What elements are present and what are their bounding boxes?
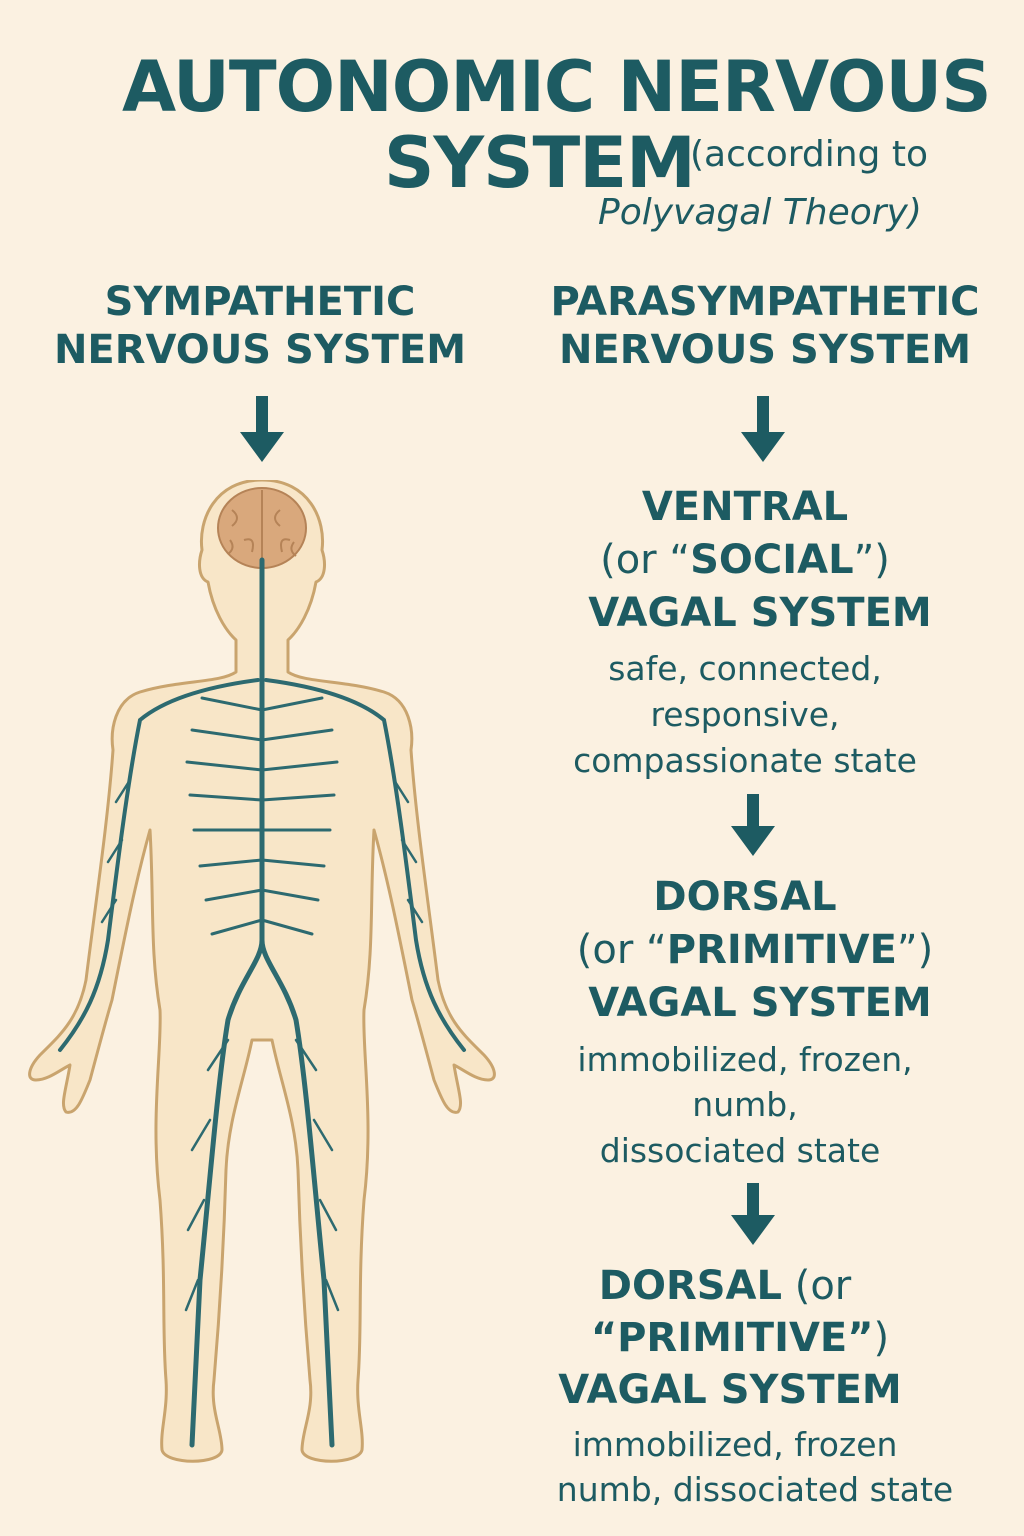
dorsal-2-alias-line: “PRIMITIVE”) (535, 1318, 945, 1358)
arrow-down-icon (240, 396, 284, 462)
parasympathetic-heading-line-2: NERVOUS SYSTEM (558, 327, 972, 373)
dorsal-2-desc-2: numb, dissociated state (556, 1470, 954, 1509)
dorsal-2-name-line: DORSAL (or (520, 1266, 930, 1306)
ventral-system: VAGAL SYSTEM (588, 590, 932, 636)
dorsal-1-alias-text: PRIMITIVE (666, 927, 897, 973)
ventral-alias-close: ”) (853, 537, 890, 583)
ventral-desc-1: safe, connected, (608, 649, 882, 688)
ventral-alias-text: SOCIAL (690, 537, 854, 583)
dorsal-1-desc-3: dissociated state (599, 1131, 881, 1170)
parasympathetic-heading-line-1: PARASYMPATHETIC (550, 279, 980, 325)
dorsal-2-system: VAGAL SYSTEM (558, 1367, 902, 1413)
arrow-down-icon (731, 1183, 775, 1245)
dorsal-2-alias-text: “PRIMITIVE” (590, 1315, 874, 1361)
dorsal-1-alias-close: ”) (896, 927, 934, 973)
dorsal-1-desc-2: numb, (692, 1085, 798, 1124)
arrow-down-icon (741, 396, 785, 462)
dorsal-1-system: VAGAL SYSTEM (588, 980, 932, 1026)
dorsal-1-desc-1: immobilized, frozen, (577, 1040, 913, 1079)
dorsal-2-name: DORSAL (598, 1263, 782, 1309)
dorsal-1-alias-open: (or “ (576, 927, 667, 973)
parasympathetic-heading: PARASYMPATHETIC NERVOUS SYSTEM (530, 278, 1000, 374)
ventral-alias-open: (or “ (600, 537, 691, 583)
dorsal-2-desc-1: immobilized, frozen (572, 1425, 898, 1464)
dorsal-2-alias-open: (or (782, 1263, 852, 1309)
ventral-desc-2: responsive, (650, 695, 840, 734)
title-subtitle-2: Polyvagal Theory) (598, 192, 922, 233)
body-silhouette (28, 480, 496, 1463)
ventral-alias: (or “SOCIAL”) (540, 540, 950, 580)
title-subtitle-1: (according to (690, 134, 928, 175)
title-line-1: AUTONOMIC NERVOUS (122, 46, 992, 128)
brain-icon (217, 487, 307, 569)
human-body-illustration (28, 480, 496, 1463)
dorsal-2-alias-close: ) (873, 1315, 890, 1361)
title-line-2: SYSTEM (384, 122, 696, 204)
dorsal-1-alias: (or “PRIMITIVE”) (550, 930, 960, 970)
sympathetic-heading: SYMPATHETIC NERVOUS SYSTEM (40, 278, 480, 374)
nerve-network (58, 557, 466, 1448)
ventral-name: VENTRAL (641, 484, 849, 530)
arrow-down-icon (731, 794, 775, 856)
sympathetic-heading-line-2: NERVOUS SYSTEM (53, 327, 467, 373)
ventral-desc-3: compassionate state (573, 741, 917, 780)
sympathetic-heading-line-1: SYMPATHETIC (104, 279, 416, 325)
dorsal-1-name: DORSAL (653, 874, 837, 920)
